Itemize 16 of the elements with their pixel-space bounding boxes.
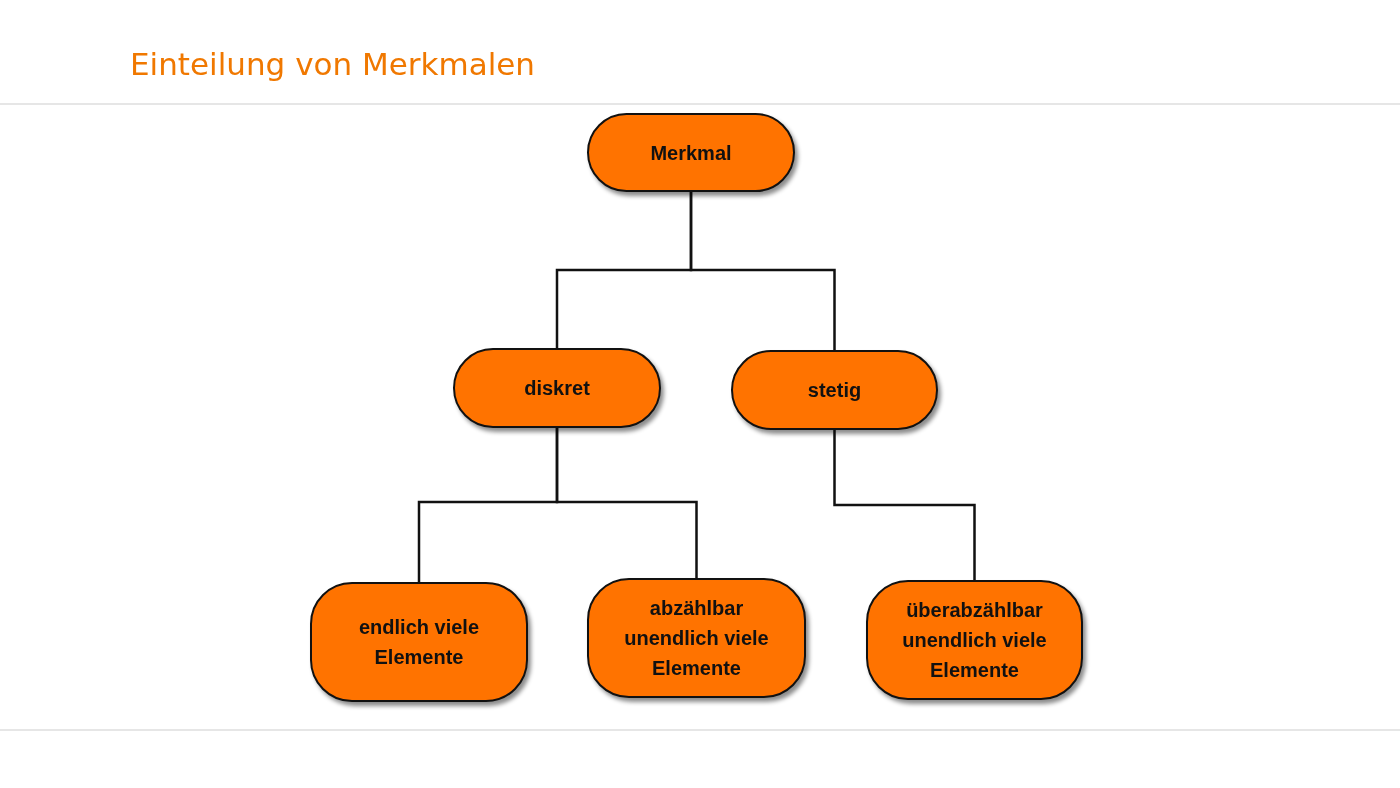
rounded-node [587, 578, 806, 698]
rounded-node [731, 350, 938, 430]
rounded-node [587, 113, 795, 192]
node-label: überabzählbar unendlich viele Elemente [901, 598, 1048, 683]
rounded-node [310, 582, 528, 702]
connector-line [833, 430, 976, 580]
node-label: abzählbar unendlich viele Elemente [623, 596, 770, 681]
node-label: stetig [806, 378, 863, 403]
connector-line [555, 428, 698, 578]
page-title: Einteilung von Merkmalen [130, 46, 535, 82]
node-label: Merkmal [649, 140, 733, 166]
node-label: endlich viele Elemente [357, 615, 481, 670]
connector-line [689, 192, 836, 350]
rounded-node [453, 348, 661, 428]
rounded-node [866, 580, 1083, 700]
node-label: diskret [523, 376, 591, 401]
